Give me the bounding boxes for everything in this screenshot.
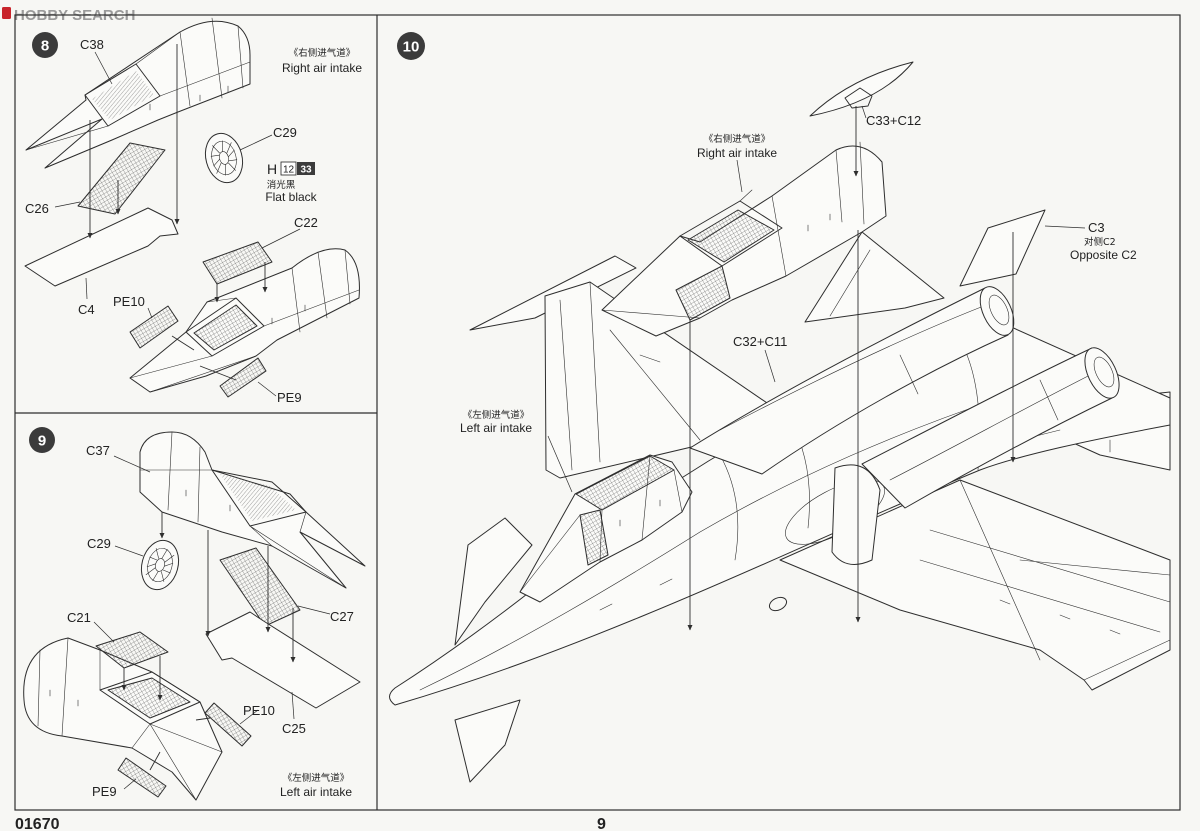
step9-attachment-lines	[159, 512, 296, 663]
kit-number: 01670	[15, 816, 60, 831]
step8-paint-callout: H 12 33 消光黑 Flat black	[265, 161, 317, 204]
paint-name-cn: 消光黑	[267, 179, 296, 191]
step10-right-intake-title-en: Right air intake	[697, 146, 777, 160]
step8-label-c26: C26	[25, 201, 49, 216]
page-frame	[14, 14, 1181, 811]
step9-part-pe10-grid-drawing	[204, 702, 252, 747]
step8-part-c22-grid-drawing	[202, 241, 273, 285]
step8-label-c22: C22	[294, 215, 318, 230]
step10-part-c3-panel-drawing	[959, 209, 1046, 287]
step10-label-c3: C3	[1088, 220, 1105, 235]
step9-part-c37-drawing	[139, 431, 366, 589]
step9-label-pe10: PE10	[243, 703, 275, 718]
step10-aircraft-wings-drawing	[454, 231, 1171, 783]
step10-attachment-lines	[687, 106, 1016, 631]
step9-intake-assembly-drawing	[23, 637, 223, 801]
step8-number: 8	[41, 38, 49, 55]
step9-part-c21-grid-drawing	[95, 631, 169, 669]
step8-panel: 8	[24, 17, 362, 405]
step8-number-badge: 8	[32, 32, 58, 58]
step10-number: 10	[403, 39, 420, 56]
step9-label-pe9: PE9	[92, 784, 117, 799]
hobby-search-logo-icon	[2, 7, 11, 19]
step10-right-intake-drawing	[601, 141, 887, 337]
step8-label-c4: C4	[78, 302, 95, 317]
step8-title-en: Right air intake	[282, 61, 362, 75]
step8-label-c29: C29	[273, 125, 297, 140]
step9-leader-lines	[93, 455, 331, 790]
paint-code-a: 12	[283, 165, 295, 176]
step10-leader-lines	[547, 105, 1086, 493]
paint-brand-letter: H	[267, 161, 277, 177]
step9-part-c29-fan-drawing	[140, 539, 180, 591]
step9-panel: 9	[23, 427, 366, 801]
step10-part-c33-c12-drawing	[809, 61, 914, 117]
step9-title-cn: 《左侧进气道》	[283, 772, 350, 784]
step8-attachment-lines	[87, 44, 180, 239]
step8-part-c38-drawing	[25, 17, 251, 169]
step8-assembly-attachment-lines	[171, 262, 268, 381]
step10-left-intake-drawing	[519, 454, 693, 603]
step10-number-badge: 10	[397, 32, 425, 60]
step9-assembly-attachment-lines	[121, 656, 211, 771]
step8-part-pe10-grid-drawing	[129, 305, 179, 349]
step10-right-intake-title-cn: 《右侧进气道》	[704, 133, 771, 145]
step8-leader-lines	[54, 51, 301, 397]
step9-part-c25-plate-drawing	[205, 611, 361, 709]
step8-intake-assembly-drawing	[129, 248, 360, 393]
step8-label-pe9: PE9	[277, 390, 302, 405]
step8-part-pe9-grid-drawing	[219, 357, 267, 398]
paint-name-en: Flat black	[265, 190, 317, 204]
step10-aircraft-engines-drawing	[689, 286, 1120, 509]
step8-label-c38: C38	[80, 37, 104, 52]
step10-left-intake-title-cn: 《左侧进气道》	[463, 409, 530, 421]
page-footer: 01670 9	[15, 816, 606, 831]
step9-number: 9	[38, 433, 46, 450]
step9-label-c27: C27	[330, 609, 354, 624]
step10-left-intake-title-en: Left air intake	[460, 421, 532, 435]
step9-part-pe9-grid-drawing	[117, 757, 167, 798]
step9-label-c25: C25	[282, 721, 306, 736]
step8-part-c29-fan-drawing	[204, 132, 244, 184]
step9-label-c21: C21	[67, 610, 91, 625]
step10-label-c33-c12: C33+C12	[866, 113, 921, 128]
step8-part-c4-plate-drawing	[24, 207, 179, 287]
step8-part-c26-grid-drawing	[77, 142, 166, 215]
step9-number-badge: 9	[29, 427, 55, 453]
step8-label-pe10: PE10	[113, 294, 145, 309]
step9-label-c37: C37	[86, 443, 110, 458]
step8-title-cn: 《右侧进气道》	[289, 47, 356, 59]
step9-part-c27-grid-drawing	[219, 547, 301, 627]
page-number: 9	[597, 816, 606, 831]
step9-title-en: Left air intake	[280, 785, 352, 799]
step10-label-c3-opposite-en: Opposite C2	[1070, 248, 1137, 262]
step9-label-c29: C29	[87, 536, 111, 551]
step10-panel: 10	[389, 32, 1171, 783]
step10-label-c3-opposite-cn: 对侧C2	[1084, 236, 1116, 248]
step10-label-c32-c11: C32+C11	[733, 334, 787, 349]
paint-code-b: 33	[300, 165, 312, 176]
